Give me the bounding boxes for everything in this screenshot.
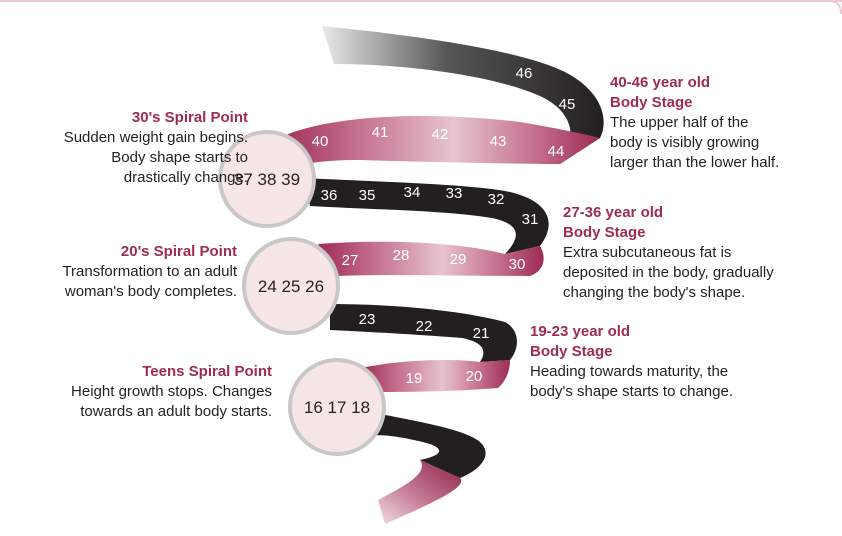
- top-border: [0, 0, 842, 8]
- spiral-point-desc-line: Height growth stops. Changes: [71, 383, 272, 400]
- age-27: 27: [342, 252, 359, 269]
- age-23: 23: [359, 311, 376, 328]
- spiral-point-teens: Teens Spiral Point Height growth stops. …: [71, 362, 272, 422]
- age-20: 20: [466, 368, 483, 385]
- band-teens-dark: [370, 412, 486, 478]
- band-30s-dark: [305, 178, 549, 254]
- spiral-point-desc-line: Body shape starts to: [111, 149, 248, 166]
- body-stage-desc-line: changing the body's shape.: [563, 284, 746, 301]
- age-40: 40: [312, 133, 329, 150]
- age-31: 31: [522, 211, 539, 228]
- body-stage-title: 40-46 year old: [610, 74, 711, 91]
- age-30: 30: [509, 256, 526, 273]
- band-20s-dark: [330, 304, 517, 362]
- circle-30s-label: 37 38 39: [234, 170, 300, 189]
- spiral-point-30s: 30's Spiral Point Sudden weight gain beg…: [64, 108, 248, 188]
- body-stage-30s: 27-36 year old Body Stage Extra subcutan…: [563, 203, 774, 303]
- age-22: 22: [416, 318, 433, 335]
- body-stage-desc-line: Extra subcutaneous fat is: [563, 244, 732, 261]
- age-41: 41: [372, 124, 389, 141]
- age-29: 29: [450, 251, 467, 268]
- body-stage-title: Body Stage: [563, 224, 646, 241]
- body-stage-desc-line: larger than the lower half.: [610, 154, 780, 171]
- top-right-corner: [828, 0, 842, 14]
- circle-30s: [218, 130, 316, 228]
- circle-teens-label: 16 17 18: [304, 398, 370, 417]
- circle-20s: [242, 237, 340, 335]
- body-stage-title: 27-36 year old: [563, 204, 664, 221]
- body-stage-desc-line: deposited in the body, gradually: [563, 264, 774, 281]
- age-21: 21: [473, 325, 490, 342]
- body-stage-40s: 40-46 year old Body Stage The upper half…: [610, 73, 779, 173]
- spiral-point-desc-line: Transformation to an adult: [62, 263, 237, 280]
- spiral-point-20s: 20's Spiral Point Transformation to an a…: [62, 242, 237, 302]
- band-40s-pink: [275, 116, 600, 170]
- spiral-point-desc-line: Sudden weight gain begins.: [63, 129, 248, 146]
- circle-teens: [288, 358, 386, 456]
- age-33: 33: [446, 185, 463, 202]
- body-stage-desc-line: The upper half of the: [610, 114, 749, 131]
- age-42: 42: [432, 126, 449, 143]
- spiral-point-title: Teens Spiral Point: [142, 363, 272, 380]
- body-stage-desc-line: body's shape starts to change.: [530, 383, 733, 400]
- age-32: 32: [488, 191, 505, 208]
- band-30s-pink: [318, 241, 544, 276]
- age-43: 43: [490, 133, 507, 150]
- spiral-point-title: 20's Spiral Point: [120, 243, 237, 260]
- spiral-point-title: 30's Spiral Point: [131, 109, 248, 126]
- spiral-point-circles: [218, 130, 386, 456]
- age-28: 28: [393, 247, 410, 264]
- spiral-point-desc-line: woman's body completes.: [64, 283, 237, 300]
- age-36: 36: [321, 187, 338, 204]
- band-bottom-tail: [378, 460, 462, 524]
- body-stage-title: 19-23 year old: [530, 323, 631, 340]
- circle-20s-label: 24 25 26: [258, 277, 324, 296]
- age-19: 19: [406, 370, 423, 387]
- spiral-point-desc-line: towards an adult body starts.: [80, 403, 272, 420]
- spiral-point-desc-line: drastically change.: [123, 169, 248, 186]
- body-stage-desc-line: Heading towards maturity, the: [530, 363, 729, 380]
- body-stage-desc-line: body is visibly growing: [610, 134, 760, 151]
- age-34: 34: [404, 184, 421, 201]
- body-stage-title: Body Stage: [530, 343, 613, 360]
- body-stage-20s: 19-23 year old Body Stage Heading toward…: [530, 322, 733, 402]
- band-20s-pink: [360, 360, 510, 392]
- age-35: 35: [359, 187, 376, 204]
- band-40s-dark: [322, 26, 604, 164]
- age-46: 46: [516, 65, 533, 82]
- body-stage-title: Body Stage: [610, 94, 693, 111]
- age-45: 45: [559, 96, 576, 113]
- age-44: 44: [548, 143, 565, 160]
